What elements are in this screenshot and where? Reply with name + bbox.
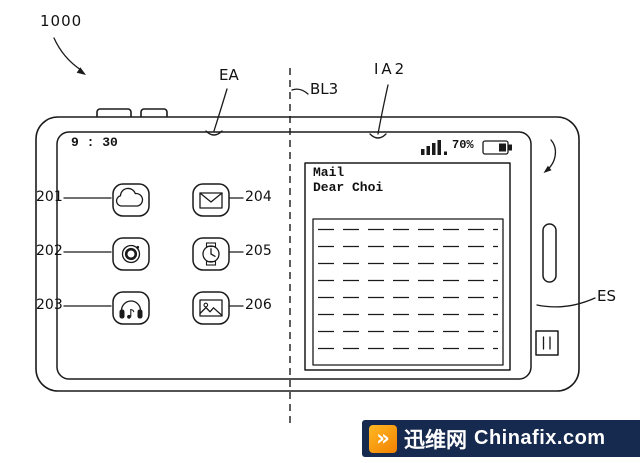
watermark-site-text: Chinafix.com	[474, 427, 606, 449]
ref-201: 201	[36, 189, 63, 205]
leader-ea	[213, 88, 228, 132]
chevrons-glyph: »	[376, 426, 390, 450]
ref-202: 202	[36, 243, 63, 259]
mail-window-frame	[304, 162, 511, 371]
signal-bars-icon	[421, 140, 447, 155]
ref-205: 205	[245, 243, 272, 259]
battery-percent: 70%	[452, 138, 474, 152]
back-arrow-icon	[543, 139, 557, 173]
leader-ia2-hook	[369, 133, 387, 139]
leader-1000	[53, 37, 82, 71]
gallery-icon	[192, 291, 230, 325]
mail-body-frame	[312, 218, 504, 366]
screen-outline	[56, 131, 532, 380]
camera-lens-icon	[112, 237, 150, 271]
label-ea: EA	[219, 66, 239, 84]
leader-lines	[53, 37, 596, 308]
envelope-icon	[192, 183, 230, 217]
device-outline	[35, 116, 580, 392]
ref-1000: 1000	[40, 12, 83, 30]
leader-es	[536, 297, 596, 308]
status-clock: 9 : 30	[71, 135, 118, 150]
watermark-bar: » 迅维网 Chinafix.com	[362, 420, 640, 457]
redacted-text-lines	[318, 228, 498, 350]
watermark-chinese-text: 迅维网	[404, 427, 467, 452]
label-bl3: BL3	[310, 80, 339, 98]
leader-ia2	[377, 84, 389, 135]
ref-203: 203	[36, 297, 63, 313]
ref-204: 204	[245, 189, 272, 205]
mail-body-line: Dear Choi	[313, 180, 384, 195]
leader-bl3	[291, 88, 309, 95]
chinafix-logo-icon: »	[369, 424, 397, 453]
headphones-icon	[112, 291, 150, 325]
leader-ea-hook	[205, 130, 223, 136]
side-button	[542, 223, 557, 283]
battery-icon	[482, 140, 512, 155]
clock-icon	[192, 237, 230, 271]
label-es: ES	[597, 287, 616, 305]
mail-title: Mail	[313, 165, 345, 180]
leader-1000-arrowhead	[76, 67, 86, 75]
pause-bars-icon	[535, 330, 559, 356]
label-ia2: IA2	[374, 60, 408, 78]
device-body	[35, 116, 580, 392]
mail-window	[304, 162, 511, 371]
ref-206: 206	[245, 297, 272, 313]
cloud-icon	[112, 183, 150, 217]
